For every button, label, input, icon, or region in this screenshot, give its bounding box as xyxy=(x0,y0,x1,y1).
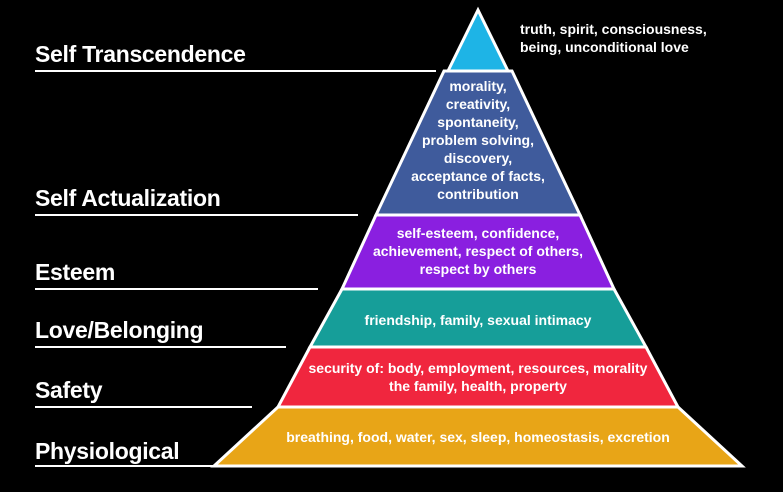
esteem-description: self-esteem, confidence, achievement, re… xyxy=(344,224,612,278)
description-line: discovery, xyxy=(443,150,513,166)
label-self-actualization: Self Actualization xyxy=(35,185,221,211)
label-physiological: Physiological xyxy=(35,438,180,464)
description-line: creativity, xyxy=(445,96,511,112)
description-line: breathing, food, water, sex, sleep, home… xyxy=(286,429,670,445)
description-line: contribution xyxy=(437,186,519,202)
description-line: self-esteem, confidence, xyxy=(396,225,560,241)
description-line: acceptance of facts, xyxy=(411,168,545,184)
label-love-belonging: Love/Belonging xyxy=(35,317,204,343)
love-belonging-description: friendship, family, sexual intimacy xyxy=(312,311,644,329)
description-line: spontaneity, xyxy=(437,114,519,130)
label-self-transcendence: Self Transcendence xyxy=(35,41,246,67)
top-note-line: truth, spirit, consciousness, xyxy=(520,21,707,37)
top-note: truth, spirit, consciousness, being, unc… xyxy=(520,20,707,56)
safety-description: security of: body, employment, resources… xyxy=(280,359,676,395)
description-line: the family, health, property xyxy=(389,378,567,394)
physiological-description: breathing, food, water, sex, sleep, home… xyxy=(240,428,716,446)
description-line: morality, xyxy=(449,78,507,94)
label-esteem: Esteem xyxy=(35,259,116,285)
description-line: security of: body, employment, resources… xyxy=(308,360,648,376)
self-actualization-description: morality, creativity, spontaneity, probl… xyxy=(378,77,578,203)
description-line: respect by others xyxy=(419,261,537,277)
top-note-line: being, unconditional love xyxy=(520,39,689,55)
label-safety: Safety xyxy=(35,377,103,403)
tier-physiological xyxy=(210,405,746,468)
description-line: achievement, respect of others, xyxy=(372,243,584,259)
description-line: problem solving, xyxy=(421,132,534,148)
tier-self-transcendence xyxy=(445,6,511,73)
description-line: friendship, family, sexual intimacy xyxy=(364,312,592,328)
